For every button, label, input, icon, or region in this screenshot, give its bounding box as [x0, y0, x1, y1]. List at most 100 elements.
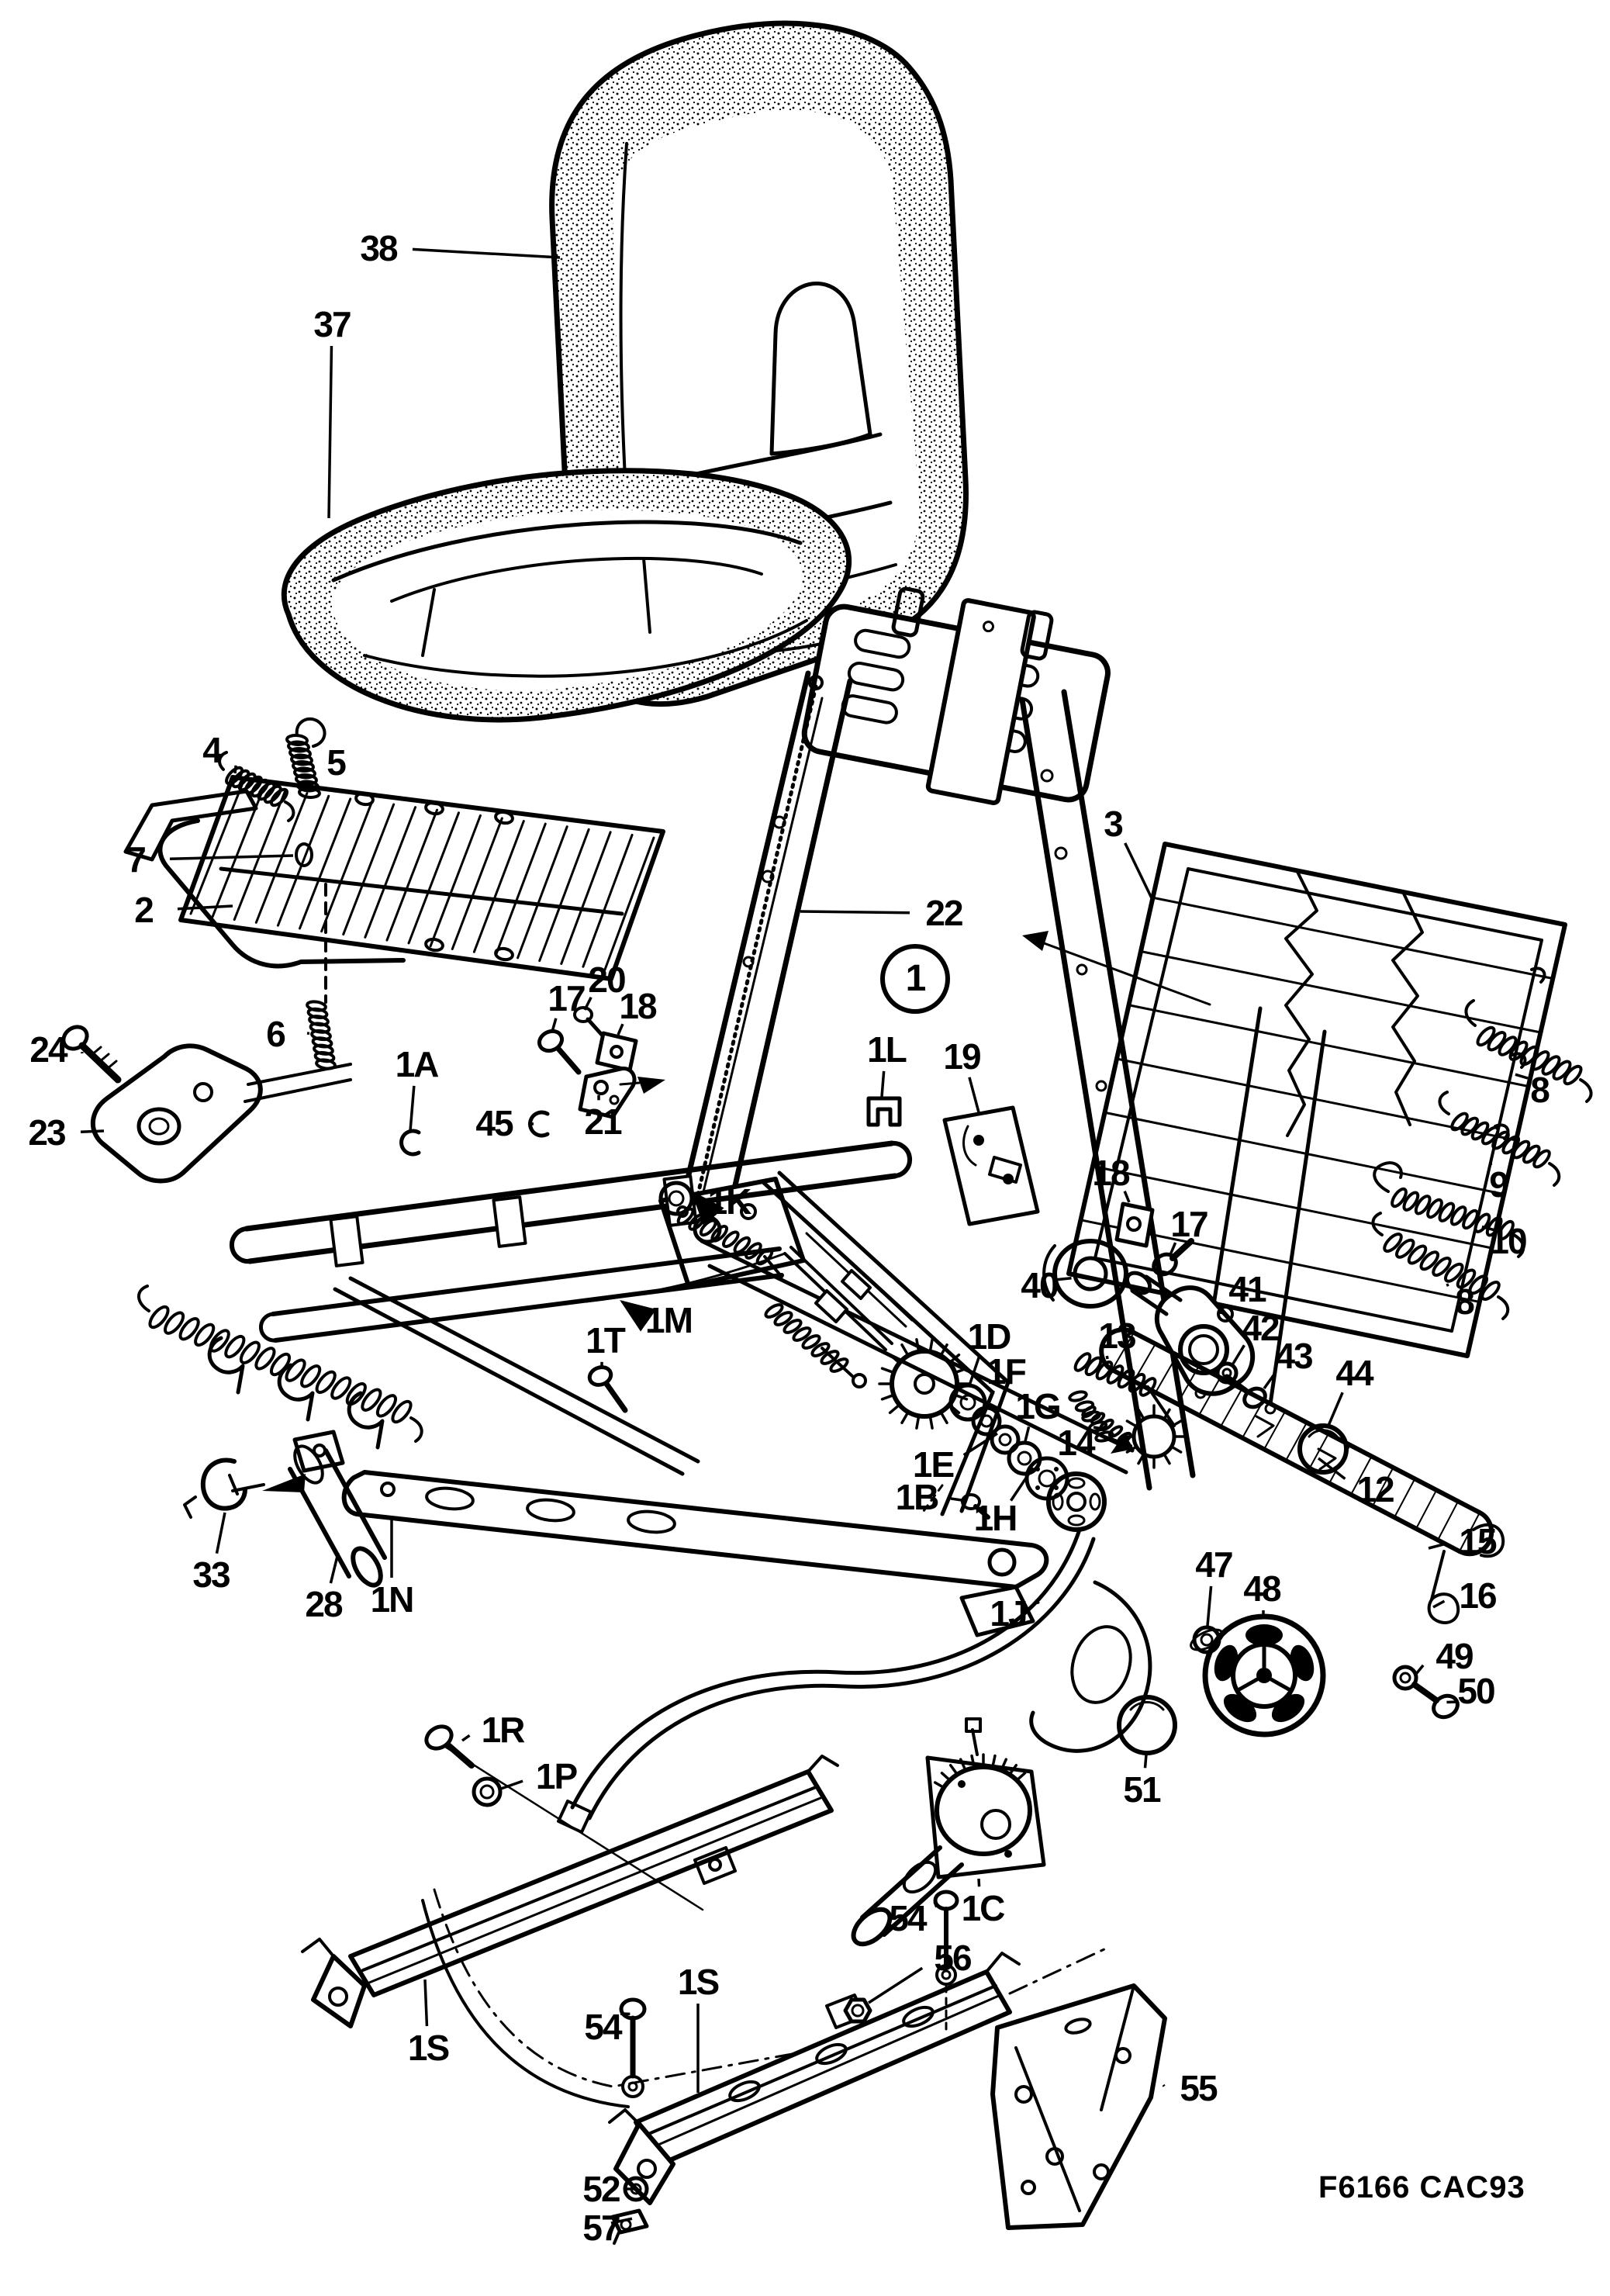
part-label-1n: 1N [370, 1579, 415, 1620]
leader-line-56 [868, 1966, 924, 2004]
part-label-20: 20 [588, 960, 626, 1000]
leader-line-18 [1123, 1191, 1131, 1203]
recliner-rod-12 [1099, 1327, 1505, 1624]
part-label-50: 50 [1457, 1671, 1495, 1711]
seat-pan-grid [123, 775, 665, 1004]
part-label-1a: 1A [395, 1044, 440, 1084]
part-label-21: 21 [584, 1101, 622, 1142]
part-label-4: 4 [202, 730, 223, 770]
part-label-49: 49 [1436, 1636, 1474, 1676]
bracket-23 [90, 1043, 352, 1184]
leader-line-16 [1432, 1599, 1446, 1609]
leader-line-50 [1446, 1700, 1459, 1704]
part-label-51: 51 [1123, 1769, 1161, 1810]
spring-5 [285, 734, 321, 799]
part-label-1e: 1E [912, 1444, 955, 1485]
leader-line-2 [177, 904, 233, 911]
screw-24 [61, 1025, 122, 1084]
bolt-54-left [619, 1997, 647, 2098]
leader-line-42 [1232, 1344, 1246, 1364]
part-label-17: 17 [1170, 1204, 1208, 1244]
clip-7 [295, 842, 313, 867]
slide-rail-bottom [608, 1947, 1107, 2205]
part-label-1r: 1R [481, 1710, 526, 1750]
handwheel-48 [1202, 1613, 1326, 1738]
leader-line-17 [1168, 1242, 1177, 1257]
part-label-1: 1 [880, 944, 950, 1014]
leader-line-33 [215, 1512, 226, 1554]
part-label-9: 9 [1489, 1164, 1509, 1205]
part-label-41: 41 [1228, 1269, 1266, 1309]
part-label-28: 28 [305, 1584, 343, 1624]
leader-line-10 [1481, 1225, 1496, 1232]
part-label-43: 43 [1275, 1336, 1313, 1376]
cables-1m [585, 1226, 914, 1351]
part-label-54: 54 [584, 2007, 622, 2047]
leader-line-49 [1415, 1664, 1425, 1675]
bracket-55 [990, 1983, 1167, 2230]
grommet-40 [1042, 1239, 1128, 1309]
leader-line-23 [80, 1129, 105, 1133]
part-label-13: 13 [1098, 1316, 1136, 1356]
part-label-1m: 1M [645, 1300, 693, 1340]
part-label-1f: 1F [986, 1351, 1027, 1392]
spring-9 [1450, 1112, 1551, 1169]
clip-1l [866, 1096, 902, 1127]
leader-line-55 [1162, 2083, 1166, 2087]
part-label-23: 23 [28, 1112, 66, 1153]
latch-plate-19 [942, 1105, 1040, 1226]
part-label-18: 18 [619, 986, 657, 1026]
leader-line-18 [617, 1023, 624, 1036]
part-label-38: 38 [360, 228, 398, 268]
part-label-1j: 1J [990, 1593, 1028, 1634]
part-label-33: 33 [192, 1554, 230, 1595]
part-label-17: 17 [548, 978, 586, 1018]
trunnion-41 [1125, 1271, 1256, 1396]
spring-14 [1081, 1405, 1132, 1445]
bolt-1t [587, 1365, 628, 1413]
part-label-6: 6 [266, 1014, 286, 1054]
part-label-1g: 1G [1015, 1386, 1061, 1426]
part-label-8: 8 [1455, 1281, 1475, 1322]
bracket-21 [578, 1067, 665, 1119]
leader-line-22 [800, 910, 910, 915]
part-label-55: 55 [1180, 2068, 1218, 2108]
part-label-45: 45 [475, 1103, 513, 1143]
part-label-48: 48 [1243, 1568, 1281, 1609]
seat-cushion-pad [281, 468, 852, 723]
part-label-1s: 1S [677, 1962, 720, 2002]
leader-line-12 [1317, 1457, 1346, 1480]
leader-line-7 [169, 854, 294, 861]
leader-line-54 [933, 1901, 938, 1908]
rod-22 [696, 684, 818, 1197]
bolt-17-right [1152, 1238, 1194, 1277]
leader-line-1e [962, 1432, 998, 1457]
linkage-centerline [433, 1888, 999, 2088]
leader-line-20 [583, 996, 593, 1011]
seat-base-frame [183, 1140, 1049, 1637]
washer-chain [920, 1383, 1107, 1532]
leader-line-1r [461, 1734, 471, 1742]
part-label-42: 42 [1242, 1308, 1280, 1348]
part-label-37: 37 [313, 304, 351, 344]
part-label-18: 18 [1092, 1153, 1130, 1193]
leader-line-28 [329, 1552, 340, 1584]
leader-line-57 [610, 2217, 633, 2225]
leader-line-1k [690, 1190, 724, 1226]
slide-rail-left [301, 1745, 839, 2028]
part-label-10: 10 [1489, 1221, 1527, 1261]
leader-line-17 [551, 1018, 558, 1032]
part-label-16: 16 [1459, 1575, 1497, 1616]
leader-line-43 [1263, 1371, 1277, 1390]
screw-20 [573, 1006, 604, 1037]
recliner-gear [878, 1338, 971, 1430]
part-label-8: 8 [1530, 1070, 1550, 1110]
cap-51 [1117, 1695, 1177, 1755]
leader-line-41 [1219, 1303, 1224, 1315]
spring-10 [1391, 1187, 1515, 1241]
part-label-7: 7 [126, 839, 147, 880]
leader-line-1g [1024, 1426, 1031, 1442]
part-label-12: 12 [1356, 1469, 1394, 1509]
figure-code: F6166 CAC93 [1318, 2170, 1525, 2204]
